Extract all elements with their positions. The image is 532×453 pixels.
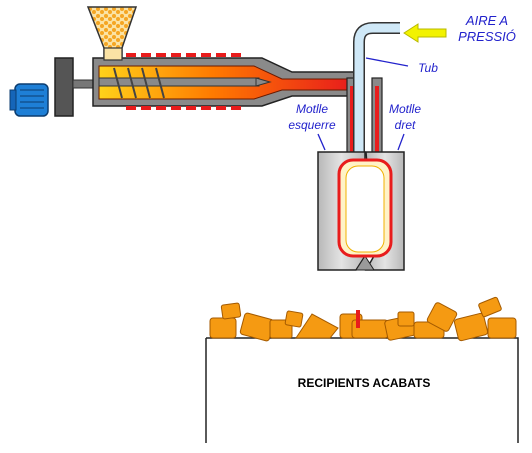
gearbox: [54, 57, 74, 117]
heater-bands: [126, 53, 246, 110]
container-bin: [205, 337, 519, 443]
air-arrow-icon: [403, 23, 447, 43]
motor-icon: [9, 83, 49, 117]
mould-left-label: Motlle esquerre: [288, 102, 336, 132]
air-tube: [353, 22, 400, 172]
mould-right-label: Motlle dret: [388, 102, 421, 132]
finished-containers-label: RECIPIENTS ACABATS: [297, 376, 431, 390]
screw-icon: [98, 67, 272, 99]
mould-right-pointer: [397, 133, 405, 151]
air-pressure-label: AIRE A PRESSIÓ: [458, 13, 516, 44]
tube-pointer: [365, 57, 409, 67]
finished-containers-pile: [209, 296, 517, 342]
mould-left-pointer: [317, 133, 326, 151]
hopper-icon: [86, 6, 138, 61]
mould: [317, 151, 405, 271]
drive-shaft: [72, 79, 94, 89]
tube-label: Tub: [418, 61, 438, 75]
red-container-highlight: [356, 310, 360, 328]
